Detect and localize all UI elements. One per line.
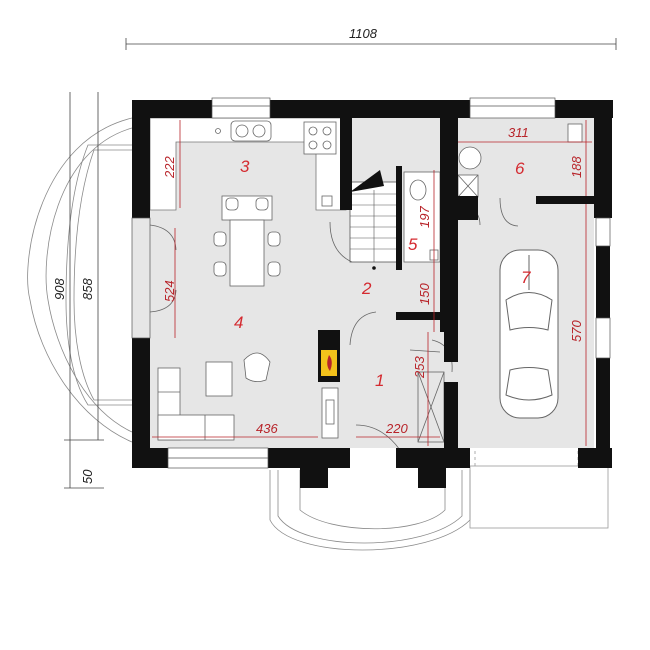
car-icon — [499, 249, 559, 419]
dimension-hall-width: 220 — [385, 421, 408, 436]
room-number-7: 7 — [521, 268, 531, 287]
dimension-wc-length: 197 — [417, 206, 432, 228]
armchair-icon — [243, 352, 271, 382]
dining-table-icon — [213, 195, 281, 287]
dimension-entry-length: 253 — [412, 356, 427, 379]
room-number-2: 2 — [361, 279, 372, 298]
dimension-lines — [64, 38, 617, 489]
dimension-utility-width: 311 — [508, 125, 529, 140]
dimension-garage-depth: 570 — [569, 320, 584, 342]
dimension-depth-inner: 858 — [80, 278, 95, 300]
sink-icon — [215, 120, 272, 142]
dimension-hall-width-2: 150 — [417, 283, 432, 305]
front-porch — [269, 470, 471, 551]
boiler-icon — [457, 123, 583, 198]
room-number-6: 6 — [515, 159, 525, 178]
windows — [131, 97, 611, 469]
dimension-kitchen-depth: 222 — [162, 156, 177, 179]
sofa-icon — [157, 361, 235, 441]
interior-dimension-lines — [152, 120, 592, 446]
dimension-front-offset: 50 — [80, 469, 95, 484]
room-number-5: 5 — [408, 235, 418, 254]
cabinet — [321, 387, 339, 439]
dimension-depth-outer: 908 — [52, 278, 67, 300]
stairs-icon — [349, 170, 399, 270]
room-number-3: 3 — [240, 157, 250, 176]
dimension-living-width: 436 — [256, 421, 278, 436]
fireplace-icon — [318, 330, 340, 382]
room-number-4: 4 — [234, 313, 243, 332]
dimension-overall-width: 1108 — [349, 26, 378, 41]
room-number-1: 1 — [375, 371, 384, 390]
dimension-utility-depth: 188 — [569, 156, 584, 178]
dimension-living-side: 524 — [162, 280, 177, 302]
stove-icon — [303, 121, 337, 207]
walls — [132, 100, 613, 488]
